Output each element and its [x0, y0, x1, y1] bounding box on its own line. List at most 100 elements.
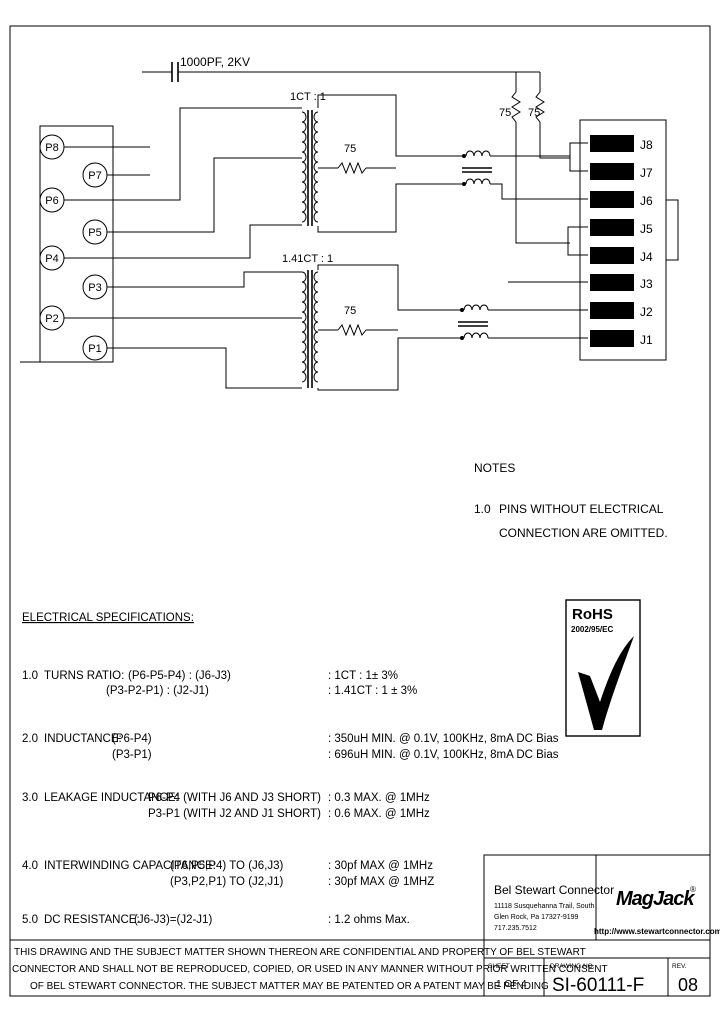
pin-p7: P7 — [82, 162, 150, 188]
jack-pin-j2 — [590, 302, 634, 319]
svg-text:P6-P4 (WITH J6 AND J3 SHORT): P6-P4 (WITH J6 AND J3 SHORT) — [148, 792, 321, 804]
schematic: 1000PF, 2KV 75 75 P8 P7 P6 P5 — [20, 55, 679, 391]
svg-text:P4: P4 — [45, 253, 58, 265]
resistor-pair-b-label: 75 — [528, 107, 540, 119]
pin-p3: P3 — [82, 271, 302, 300]
svg-text:: 1.2 ohms Max.: : 1.2 ohms Max. — [328, 914, 410, 926]
svg-text:2.0: 2.0 — [22, 733, 38, 745]
company-address-1: 11118 Susquehanna Trail, South — [494, 903, 595, 910]
pin-p4: P4 — [39, 224, 302, 271]
sheet-border — [9, 25, 711, 997]
magjack-logo: MagJack — [616, 888, 695, 910]
jack-pin-j3 — [590, 274, 634, 291]
rohs-title: RoHS — [572, 606, 613, 623]
svg-text:: 0.3 MAX. @ 1MHz: : 0.3 MAX. @ 1MHz — [328, 792, 430, 804]
registered-mark: ® — [690, 885, 696, 894]
svg-text:P6: P6 — [45, 195, 58, 207]
resistor-bottom — [337, 323, 367, 337]
svg-text:(P3-P2-P1) : (J2-J1): (P3-P2-P1) : (J2-J1) — [106, 685, 209, 697]
jack-pin-j5 — [590, 219, 634, 236]
transformer-top: 1CT : 1 75 — [290, 91, 462, 233]
svg-text:(P3-P1): (P3-P1) — [112, 749, 152, 761]
svg-text:P5: P5 — [88, 227, 101, 239]
svg-text:: 30pf MAX @ 1MHZ: : 30pf MAX @ 1MHZ — [328, 876, 434, 888]
note-line-1: PINS WITHOUT ELECTRICAL — [499, 502, 664, 516]
note-number: 1.0 — [474, 502, 491, 516]
svg-text:: 1.41CT : 1 ± 3%: : 1.41CT : 1 ± 3% — [328, 685, 417, 697]
svg-text:P7: P7 — [88, 170, 101, 182]
pin-p6: P6 — [39, 107, 302, 213]
svg-text:(P3,P2,P1) TO (J2,J1): (P3,P2,P1) TO (J2,J1) — [170, 876, 284, 888]
svg-text:INDUCTANCE:: INDUCTANCE: — [44, 733, 122, 745]
company-phone: 717.235.7512 — [494, 925, 537, 932]
drawing-number-label: DRAWING NO. — [550, 963, 595, 970]
jack-label-j3: J3 — [640, 277, 653, 291]
svg-text:: 0.6 MAX. @ 1MHz: : 0.6 MAX. @ 1MHz — [328, 808, 430, 820]
jack-pin-j1 — [590, 330, 634, 347]
svg-text:(P6,P5,P4) TO (J6,J3): (P6,P5,P4) TO (J6,J3) — [170, 860, 284, 872]
svg-text:(J6-J3)=(J2-J1): (J6-J3)=(J2-J1) — [134, 914, 212, 926]
checkmark-icon — [578, 636, 634, 730]
pin-p1: P1 — [82, 335, 302, 389]
disclaimer-line-2: CONNECTOR AND SHALL NOT BE REPRODUCED, C… — [12, 964, 608, 975]
svg-text:P2: P2 — [45, 313, 58, 325]
resistor-pair-b — [535, 91, 545, 123]
pin-p8: P8 — [39, 134, 150, 160]
spec-row-dc-resistance: 5.0 DC RESISTANCE: (J6-J3)=(J2-J1) : 1.2… — [22, 914, 410, 926]
resistor-pair-a — [511, 91, 521, 123]
capacitor-label: 1000PF, 2KV — [180, 55, 250, 69]
jack-pin-j6 — [590, 191, 634, 208]
spec-row-interwinding-capacitance: 4.0 INTERWINDING CAPACITANCE: (P6,P5,P4)… — [22, 860, 434, 888]
svg-text:INTERWINDING CAPACITANCE:: INTERWINDING CAPACITANCE: — [44, 860, 216, 872]
company-url: http://www.stewartconnector.com — [594, 927, 720, 936]
drawing-number: SI-60111-F — [552, 975, 644, 996]
resistor-top-label: 75 — [344, 143, 356, 155]
svg-text:5.0: 5.0 — [22, 914, 38, 926]
svg-text:: 696uH MIN. @ 0.1V, 100KHz, 8: : 696uH MIN. @ 0.1V, 100KHz, 8mA DC Bias — [328, 749, 559, 761]
svg-text:: 30pf MAX @ 1MHz: : 30pf MAX @ 1MHz — [328, 860, 433, 872]
svg-text:3.0: 3.0 — [22, 792, 38, 804]
company-address-2: Glen Rock, Pa 17327-9199 — [494, 914, 579, 921]
resistor-top — [337, 161, 367, 175]
pin-p2: P2 — [39, 305, 302, 331]
rj45-jack: J8 J7 J6 J5 J4 J3 J2 J1 — [579, 119, 679, 361]
sheet-value: 1 OF 4 — [496, 979, 527, 990]
svg-text:LEAKAGE INDUCTANCE:: LEAKAGE INDUCTANCE: — [44, 792, 179, 804]
title-block: Bel Stewart Connector 11118 Susquehanna … — [10, 854, 720, 996]
jack-label-j2: J2 — [640, 305, 653, 319]
pin-p5: P5 — [82, 157, 302, 245]
jack-pin-j7 — [590, 163, 634, 180]
rev-label: REV. — [672, 963, 687, 970]
company-name: Bel Stewart Connector — [494, 883, 614, 897]
jack-pin-j8 — [590, 135, 634, 152]
spec-row-leakage-inductance: 3.0 LEAKAGE INDUCTANCE: P6-P4 (WITH J6 A… — [22, 792, 430, 820]
svg-text:P1: P1 — [88, 343, 101, 355]
jack-label-j8: J8 — [640, 138, 653, 152]
spec-row-turns-ratio: 1.0 TURNS RATIO: (P6-P5-P4) : (J6-J3) (P… — [22, 670, 417, 697]
svg-text:P3: P3 — [88, 282, 101, 294]
svg-text:P8: P8 — [45, 142, 58, 154]
svg-text:(P6-P5-P4) : (J6-J3): (P6-P5-P4) : (J6-J3) — [128, 670, 231, 682]
jack-label-j1: J1 — [640, 333, 653, 347]
disclaimer-line-1: THIS DRAWING AND THE SUBJECT MATTER SHOW… — [14, 947, 586, 958]
transformer-bottom: 1.41CT : 1 75 — [282, 253, 460, 391]
spec-row-inductance: 2.0 INDUCTANCE: (P6-P4) (P3-P1) : 350uH … — [22, 733, 559, 761]
electrical-specifications: ELECTRICAL SPECIFICATIONS: 1.0 TURNS RAT… — [22, 612, 559, 926]
svg-text:1.0: 1.0 — [22, 670, 38, 682]
notes: NOTES 1.0 PINS WITHOUT ELECTRICAL CONNEC… — [474, 461, 668, 540]
notes-heading: NOTES — [474, 461, 515, 475]
sheet-label: SHEET — [488, 963, 510, 970]
disclaimer-line-3: OF BEL STEWART CONNECTOR. THE SUBJECT MA… — [30, 981, 549, 992]
svg-text:: 1CT : 1± 3%: : 1CT : 1± 3% — [328, 670, 398, 682]
resistor-bottom-label: 75 — [344, 305, 356, 317]
svg-text:: 350uH MIN. @ 0.1V, 100KHz, 8: : 350uH MIN. @ 0.1V, 100KHz, 8mA DC Bias — [328, 733, 559, 745]
resistor-pair-a-label: 75 — [499, 107, 511, 119]
rev-value: 08 — [678, 975, 698, 995]
svg-text:4.0: 4.0 — [22, 860, 38, 872]
rohs-badge: RoHS 2002/95/EC — [565, 599, 641, 737]
jack-label-j7: J7 — [640, 166, 653, 180]
svg-text:TURNS RATIO:: TURNS RATIO: — [44, 670, 124, 682]
note-line-2: CONNECTION ARE OMITTED. — [499, 526, 668, 540]
rj45-pin-box — [39, 125, 114, 363]
